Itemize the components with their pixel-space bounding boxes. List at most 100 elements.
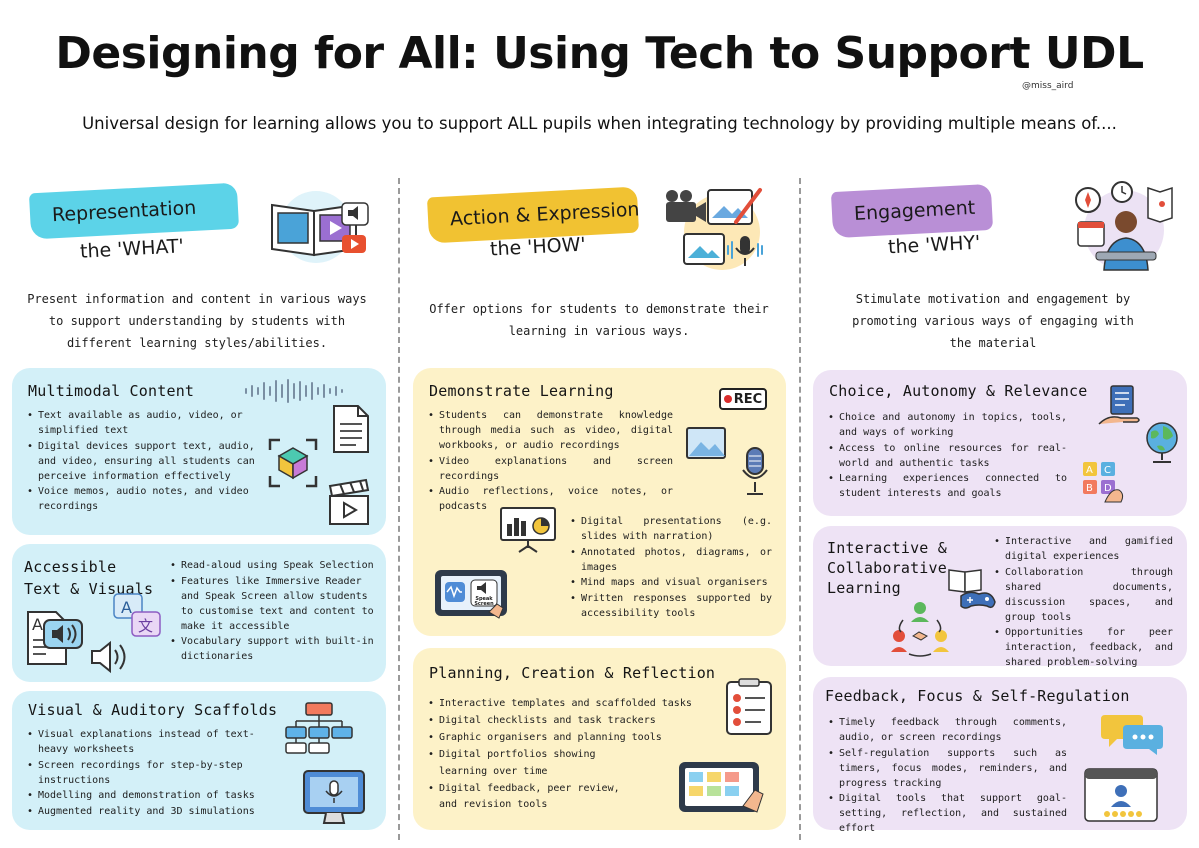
planning-creation-card: Planning, Creation & Reflection Interact…: [413, 648, 786, 830]
representation-tag: the 'WHAT': [79, 235, 185, 263]
card-title: Planning, Creation & Reflection: [429, 664, 716, 682]
list-item: Digital feedback, peer review, and revis…: [427, 781, 622, 814]
list-item: Modelling and demonstration of tasks: [26, 788, 264, 803]
list-item: Digital presentations (e.g. slides with …: [569, 514, 772, 544]
card-title: Demonstrate Learning: [429, 382, 614, 400]
image-icon: [685, 426, 727, 460]
card-bullets: Interactive and gamified digital experie…: [993, 534, 1173, 671]
card-bullets: Visual explanations instead of text-heav…: [26, 727, 264, 819]
profile-rating-icon: [1083, 767, 1159, 823]
book-video-icon: [264, 183, 374, 265]
svg-text:A: A: [121, 598, 132, 617]
card-title: Visual & Auditory Scaffolds: [28, 701, 278, 719]
list-item: Visual explanations instead of text-heav…: [26, 727, 264, 757]
flowchart-icon: [284, 701, 354, 755]
list-item: Voice memos, audio notes, and video reco…: [26, 484, 258, 514]
representation-intro: Present information and content in vario…: [27, 292, 367, 350]
action-expression-tag: the 'HOW': [489, 233, 587, 261]
clapperboard-icon: [326, 478, 372, 526]
cube-icon: [266, 436, 320, 490]
text-speaker-icon: A: [24, 606, 86, 668]
book-gamepad-icon: [947, 562, 997, 612]
microphone-icon: [739, 446, 771, 498]
svg-text:C: C: [1104, 465, 1111, 476]
list-item: Screen recordings for step-by-step instr…: [26, 758, 264, 788]
abcd-blocks-icon: A C B D: [1081, 458, 1137, 504]
page-subtitle: Universal design for learning allows you…: [82, 114, 1117, 133]
list-item: Digital devices support text, audio, and…: [26, 439, 258, 484]
list-item: Mind maps and visual organisers: [569, 575, 772, 590]
list-item: Annotated photos, diagrams, or images: [569, 545, 772, 575]
list-item: Text available as audio, video, or simpl…: [26, 408, 258, 438]
card-bullets: Interactive templates and scaffolded tas…: [427, 696, 697, 814]
card-bullets: Timely feedback through comments, audio,…: [827, 715, 1067, 837]
engagement-banner: Engagement: [830, 183, 994, 239]
card-bullets: Students can demonstrate knowledge throu…: [427, 408, 673, 515]
student-tools-icon: [1066, 178, 1178, 274]
list-item: Written responses supported by accessibi…: [569, 591, 772, 621]
action-expression-banner: Action & Expression: [426, 186, 640, 244]
list-item: Features like Immersive Reader and Speak…: [169, 574, 377, 634]
representation-banner: Representation: [28, 182, 240, 240]
tablet-speak-icon: Speak Screen: [433, 566, 511, 620]
list-item: Opportunities for peer interaction, feed…: [993, 625, 1173, 670]
interactive-collaborative-card: Interactive & Collaborative Learning Int…: [813, 526, 1187, 668]
card-title: Multimodal Content: [28, 382, 195, 400]
card-title: Interactive & Collaborative Learning: [827, 539, 947, 597]
svg-text:B: B: [1086, 483, 1093, 494]
list-item: Digital portfolios showing learning over…: [427, 747, 632, 780]
chat-bubbles-icon: [1101, 711, 1165, 757]
list-item: Self-regulation supports such as timers,…: [827, 746, 1067, 791]
engagement-tag: the 'WHY': [887, 231, 981, 259]
list-item: Vocabulary support with built-in diction…: [169, 634, 377, 664]
column-divider: [799, 178, 801, 840]
rec-badge-icon: REC: [719, 388, 767, 410]
choice-autonomy-card: Choice, Autonomy & Relevance Choice and …: [813, 370, 1187, 516]
camera-art-icon: [660, 182, 772, 274]
action-expression-intro: Offer options for students to demonstrat…: [429, 302, 769, 338]
column-divider: [398, 178, 400, 840]
visual-auditory-card: Visual & Auditory Scaffolds Visual expla…: [12, 691, 386, 830]
list-item: Digital tools that support goal-setting,…: [827, 791, 1067, 836]
list-item: Access to online resources for real-worl…: [827, 441, 1067, 471]
svg-text:文: 文: [138, 617, 153, 635]
multimodal-content-card: Multimodal Content Text available as aud…: [12, 368, 386, 535]
card-title: Choice, Autonomy & Relevance: [829, 382, 1088, 400]
document-icon: [330, 404, 372, 454]
svg-text:A: A: [1086, 465, 1093, 476]
svg-text:D: D: [1104, 483, 1112, 494]
list-item: Video explanations and screen recordings: [427, 454, 673, 484]
globe-icon: [1143, 420, 1181, 468]
engagement-intro: Stimulate motivation and engagement by p…: [852, 292, 1134, 350]
list-item: Learning experiences connected to studen…: [827, 471, 1067, 501]
list-item: Digital checklists and task trackers: [427, 713, 697, 730]
translate-icon: A 文: [112, 592, 164, 640]
monitor-mic-icon: [302, 769, 366, 827]
demonstrate-learning-card: Demonstrate Learning Students can demons…: [413, 368, 786, 636]
list-item: Interactive templates and scaffolded tas…: [427, 696, 697, 713]
list-item: Interactive and gamified digital experie…: [993, 534, 1173, 564]
card-bullets: Choice and autonomy in topics, tools, an…: [827, 410, 1067, 502]
soundwave-icon: [242, 378, 346, 404]
svg-text:A: A: [32, 615, 43, 634]
list-item: Augmented reality and 3D simulations: [26, 804, 264, 819]
list-item: Choice and autonomy in topics, tools, an…: [827, 410, 1067, 440]
accessible-text-card: Accessible Text & Visuals Read-aloud usi…: [12, 544, 386, 682]
tablet-planner-icon: [677, 758, 771, 816]
card-bullets-secondary: Digital presentations (e.g. slides with …: [569, 514, 772, 621]
card-bullets: Text available as audio, video, or simpl…: [26, 408, 258, 515]
collaboration-icon: [889, 600, 951, 658]
list-item: Timely feedback through comments, audio,…: [827, 715, 1067, 745]
list-item: Graphic organisers and planning tools: [427, 730, 697, 747]
author-handle: @miss_aird: [1022, 81, 1074, 91]
checklist-icon: [725, 678, 773, 736]
list-item: Students can demonstrate knowledge throu…: [427, 408, 673, 453]
list-item: Audio reflections, voice notes, or podca…: [427, 484, 673, 514]
list-item: Collaboration through shared documents, …: [993, 565, 1173, 625]
card-title: Feedback, Focus & Self-Regulation: [825, 687, 1130, 705]
presentation-icon: [499, 504, 557, 554]
feedback-focus-card: Feedback, Focus & Self-Regulation Timely…: [813, 677, 1187, 834]
card-bullets: Read-aloud using Speak Selection Feature…: [169, 558, 377, 665]
document-hand-icon: [1097, 384, 1145, 430]
speaker-icon: [88, 640, 130, 674]
